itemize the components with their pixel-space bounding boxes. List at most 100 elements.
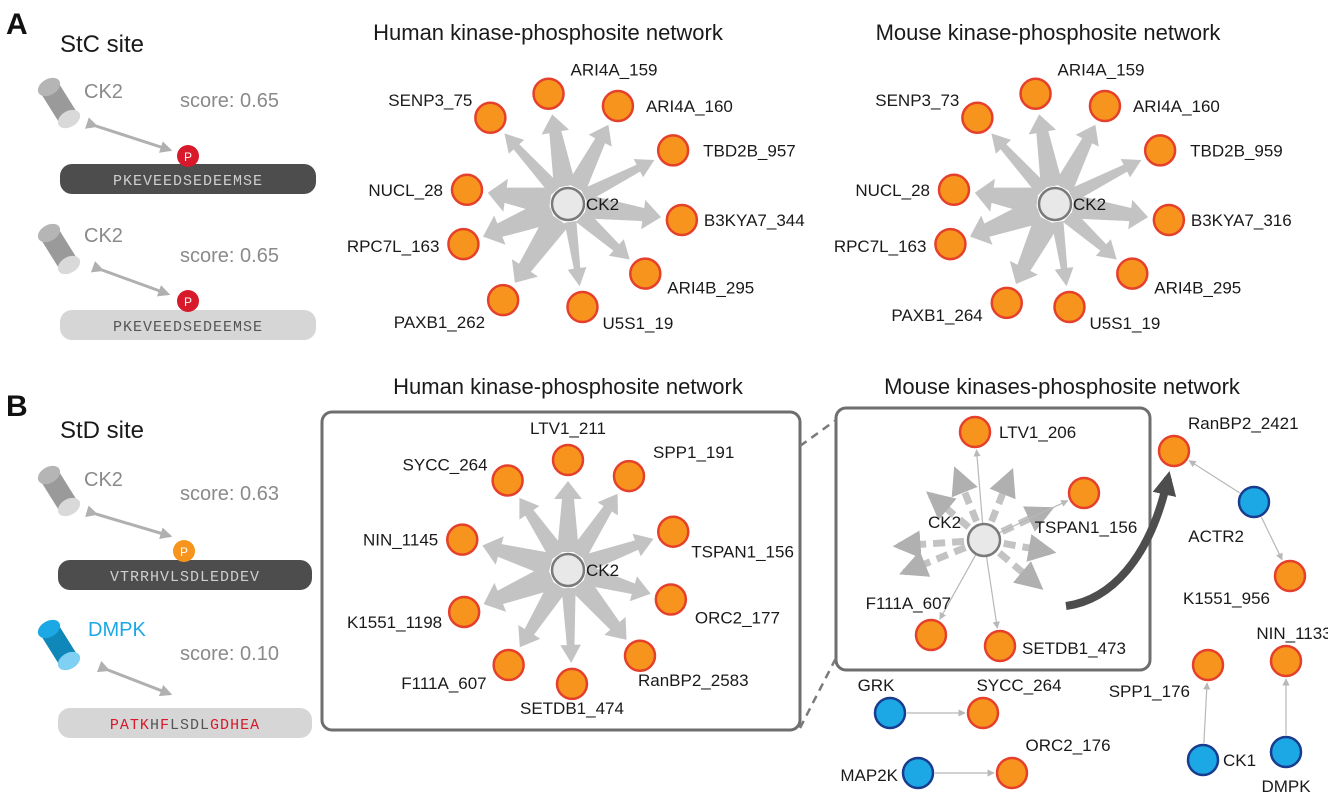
kinase-node-actr2[interactable] <box>1237 485 1271 519</box>
target-node-orc2-177[interactable] <box>654 583 688 616</box>
panel-b-mouse-network: LTV1_206TSPAN1_156F111A_607SETDB1_473CK2… <box>840 414 1328 796</box>
target-node-senp3-75[interactable] <box>474 101 507 135</box>
sequence-bar <box>60 164 316 194</box>
target-label-f111a-607: F111A_607 <box>401 674 486 693</box>
sequence-bar <box>58 708 312 738</box>
sequence-bar <box>60 310 316 340</box>
target-node-setdb1-473[interactable] <box>983 629 1017 663</box>
panel-a-letter: A <box>6 8 28 41</box>
residue: G <box>210 717 220 734</box>
human-network-box <box>320 410 802 732</box>
target-node-ari4a-159[interactable] <box>532 77 565 110</box>
target-node-paxb1-262[interactable] <box>486 283 520 317</box>
target-label-b3kya7-344: B3KYA7_344 <box>704 211 805 230</box>
target-label-tbd2b-959: TBD2B_959 <box>1190 141 1283 160</box>
target-node-ari4b-295[interactable] <box>1116 257 1149 290</box>
target-node-tbd2b-957[interactable] <box>656 134 690 167</box>
panel-b-human-network: LTV1_211SPP1_191TSPAN1_156ORC2_177RanBP2… <box>347 419 794 718</box>
residue: F <box>160 717 170 734</box>
target-node-tspan1-156[interactable] <box>656 515 690 548</box>
edge-actr2-to-k1551-956 <box>1260 517 1283 561</box>
sequence-bar <box>58 560 312 590</box>
target-node-sycc-264[interactable] <box>491 464 524 497</box>
dashed-edge <box>926 491 971 530</box>
residue: H <box>230 717 240 734</box>
center-kinase-node[interactable] <box>1037 186 1073 222</box>
target-node-k1551-956[interactable] <box>1273 559 1307 593</box>
target-node-rpc7l-163[interactable] <box>934 227 967 261</box>
target-label-ranbp2-2583: RanBP2_2583 <box>638 671 749 690</box>
target-node-ltv1-206[interactable] <box>958 415 992 449</box>
kinase-node-ck1[interactable] <box>1186 743 1220 777</box>
target-label-setdb1-474: SETDB1_474 <box>520 699 624 718</box>
sequence-text-colored: PATKHFLSDLGDHEA <box>110 717 260 734</box>
target-label-ari4b-295: ARI4B_295 <box>667 279 754 298</box>
target-label-rpc7l-163: RPC7L_163 <box>347 237 440 256</box>
center-kinase-node[interactable] <box>550 552 586 588</box>
target-label-sycc-264: SYCC_264 <box>976 676 1061 695</box>
target-label-spp1-176: SPP1_176 <box>1109 682 1190 701</box>
target-node-f111a-607[interactable] <box>492 648 525 682</box>
kinase-label-map2k: MAP2K <box>840 766 898 785</box>
edge-arrow-ari4a-160 <box>1054 124 1099 193</box>
edge-setdb1-473 <box>985 556 1000 629</box>
kinase-node-dmpk[interactable] <box>1269 735 1303 769</box>
score-label: score: 0.63 <box>180 483 279 505</box>
edge-arrow-f111a-607 <box>518 580 567 648</box>
target-node-tbd2b-959[interactable] <box>1143 134 1177 167</box>
target-node-ranbp2-2583[interactable] <box>623 639 657 673</box>
target-node-u5s1-19[interactable] <box>1053 290 1086 324</box>
edge-tspan1-156 <box>999 500 1069 534</box>
target-node-f111a-607[interactable] <box>914 618 948 652</box>
target-node-ltv1-211[interactable] <box>551 443 585 477</box>
edge-arrow-paxb1-262 <box>511 211 569 283</box>
target-label-orc2-176: ORC2_176 <box>1025 736 1110 755</box>
target-node-spp1-176[interactable] <box>1191 648 1225 682</box>
target-label-senp3-73: SENP3_73 <box>875 91 959 110</box>
residue: D <box>190 717 200 734</box>
interaction-arrow <box>85 117 173 153</box>
target-node-ari4a-159[interactable] <box>1019 77 1052 110</box>
target-node-sycc-264[interactable] <box>966 696 1000 730</box>
center-kinase-node[interactable] <box>550 186 586 222</box>
dashed-edge <box>988 468 1016 523</box>
edge-arrow-ari4a-160 <box>567 124 612 193</box>
kinase-cylinder-icon <box>37 223 81 275</box>
edge-actr2-to-ranbp2-2421 <box>1188 460 1240 494</box>
kinase-label-ck1: CK1 <box>1223 751 1256 770</box>
target-node-setdb1-474[interactable] <box>555 667 589 701</box>
target-node-nucl-28[interactable] <box>450 173 484 207</box>
center-kinase-node[interactable] <box>966 522 1002 558</box>
dashed-edge <box>1003 534 1057 562</box>
target-node-b3kya7-344[interactable] <box>665 203 699 237</box>
target-label-ranbp2-2421: RanBP2_2421 <box>1188 414 1299 433</box>
target-node-b3kya7-316[interactable] <box>1152 203 1186 237</box>
edge-arrow-tspan1-156 <box>581 533 654 573</box>
target-node-nin-1133[interactable] <box>1269 644 1303 678</box>
target-node-nin-1145[interactable] <box>446 523 479 556</box>
target-node-ari4a-160[interactable] <box>601 89 635 123</box>
target-node-paxb1-264[interactable] <box>990 286 1024 320</box>
kinase-label: CK2 <box>84 469 123 491</box>
edge-arrow-ari4a-159 <box>1028 114 1063 189</box>
target-label-orc2-177: ORC2_177 <box>695 608 780 627</box>
kinase-node-map2k[interactable] <box>901 756 935 790</box>
target-node-senp3-73[interactable] <box>961 101 994 135</box>
edge-arrow-spp1-191 <box>570 493 618 560</box>
target-node-spp1-191[interactable] <box>612 459 646 493</box>
kinase-label-dmpk: DMPK <box>88 619 146 641</box>
kinase-node-grk[interactable] <box>873 696 907 730</box>
target-node-nucl-28[interactable] <box>937 173 971 207</box>
target-node-ari4a-160[interactable] <box>1088 89 1122 123</box>
target-node-rpc7l-163[interactable] <box>447 227 480 261</box>
target-node-ranbp2-2421[interactable] <box>1157 434 1191 468</box>
target-node-tspan1-156[interactable] <box>1067 476 1101 510</box>
panel-b-site-label: StD site <box>60 417 144 444</box>
target-node-orc2-176[interactable] <box>995 756 1029 790</box>
edge-arrow-tbd2b-957 <box>580 159 655 203</box>
target-node-ari4b-295[interactable] <box>629 257 662 290</box>
target-label-nin-1133: NIN_1133 <box>1256 624 1328 643</box>
target-node-u5s1-19[interactable] <box>566 290 599 324</box>
dashed-edge <box>997 550 1044 590</box>
target-node-k1551-1198[interactable] <box>447 595 481 629</box>
